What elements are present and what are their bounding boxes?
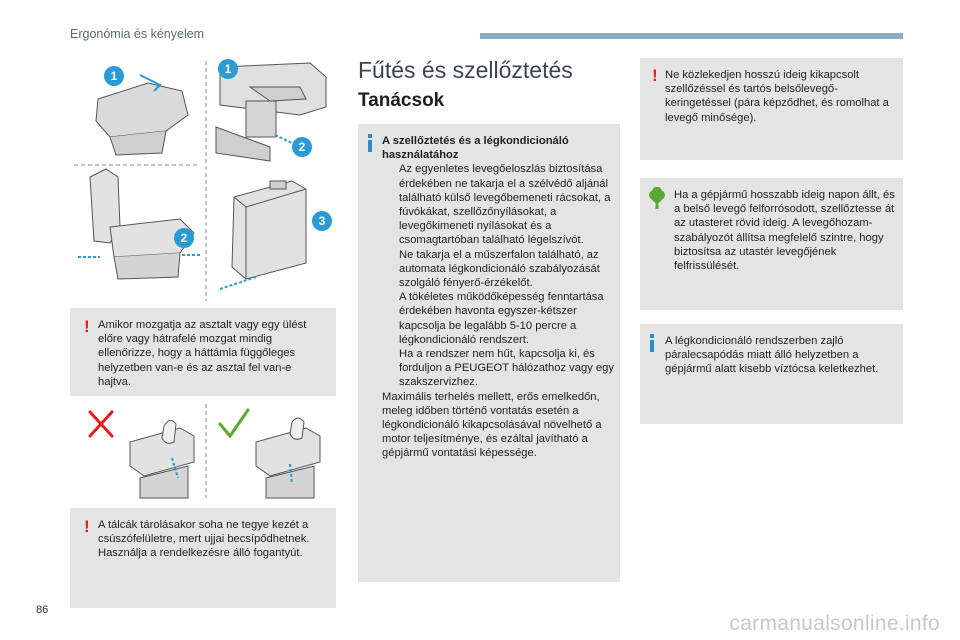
check-icon	[218, 408, 250, 439]
info-box-condensation: A légkondicionáló rendszerben zajló pára…	[640, 324, 903, 424]
list-item: A tökéletes működőképesség fenntartása é…	[399, 291, 604, 346]
advice-bullet-list: Az egyenletes levegőeloszlás biztosítása…	[382, 162, 614, 389]
table-console-illustration	[215, 62, 327, 162]
figure-top: 1 1 2 2 3	[70, 57, 336, 305]
warning-text-ventilation: Ne közlekedjen hosszú ideig kikapcsolt s…	[665, 69, 889, 124]
info-icon	[368, 134, 372, 138]
advice-content: A szellőztetés és a légkondicionáló hasz…	[382, 134, 614, 461]
seat-upright-illustration	[78, 168, 200, 280]
section-header: Ergonómia és kényelem	[70, 27, 205, 41]
list-item: Az egyenletes levegőeloszlás biztosítása…	[399, 163, 611, 247]
list-item: Ne takarja el a műszerfalon található, a…	[399, 248, 600, 290]
warning-icon: !	[84, 317, 90, 336]
step-badge-2b: 2	[174, 228, 194, 248]
eco-box: Ha a gépjármű hosszabb ideig napon állt,…	[640, 178, 903, 310]
warning-text-seat: Amikor mozgatja az asztalt vagy egy ülés…	[98, 319, 307, 388]
warning-icon: !	[84, 517, 90, 536]
warning-box-seat: ! Amikor mozgatja az asztalt vagy egy ül…	[70, 308, 336, 396]
step-badge-3: 3	[312, 211, 332, 231]
step-badge-1a: 1	[104, 66, 124, 86]
page-number: 86	[36, 604, 49, 616]
warning-box-tray: ! A tálcák tárolásakor soha ne tegye kez…	[70, 508, 336, 608]
advice-paragraph: Maximális terhelés mellett, erős emelked…	[382, 390, 602, 460]
info-icon-bar	[650, 340, 654, 352]
info-icon	[650, 334, 654, 338]
console-box-illustration	[219, 180, 307, 290]
subsection-title: Tanácsok	[358, 90, 445, 111]
figure-tray-handling	[70, 402, 336, 500]
info-box-advice: A szellőztetés és a légkondicionáló hasz…	[358, 124, 620, 582]
warning-icon: !	[652, 66, 658, 85]
step-badge-2a: 2	[292, 137, 312, 157]
info-icon-bar	[368, 140, 372, 152]
seat-folded-illustration	[95, 74, 189, 156]
warning-box-ventilation: ! Ne közlekedjen hosszú ideig kikapcsolt…	[640, 58, 903, 160]
advice-heading-line1: A szellőztetés és a légkondicionáló	[382, 135, 569, 147]
warning-text-tray: A tálcák tárolásakor soha ne tegye kezét…	[98, 519, 310, 560]
info-text-condensation: A légkondicionáló rendszerben zajló pára…	[665, 335, 879, 376]
watermark: carmanualsonline.info	[729, 612, 940, 635]
list-item: Ha a rendszer nem hűt, kapcsolja ki, és …	[399, 348, 614, 389]
eco-text: Ha a gépjármű hosszabb ideig napon állt,…	[674, 189, 895, 273]
header-bar	[480, 33, 903, 39]
step-badge-1b: 1	[218, 59, 238, 79]
tree-icon	[649, 187, 665, 209]
advice-heading-line2: használatához	[382, 149, 459, 162]
cross-icon	[88, 410, 114, 438]
page-title: Fűtés és szellőztetés	[358, 57, 573, 83]
